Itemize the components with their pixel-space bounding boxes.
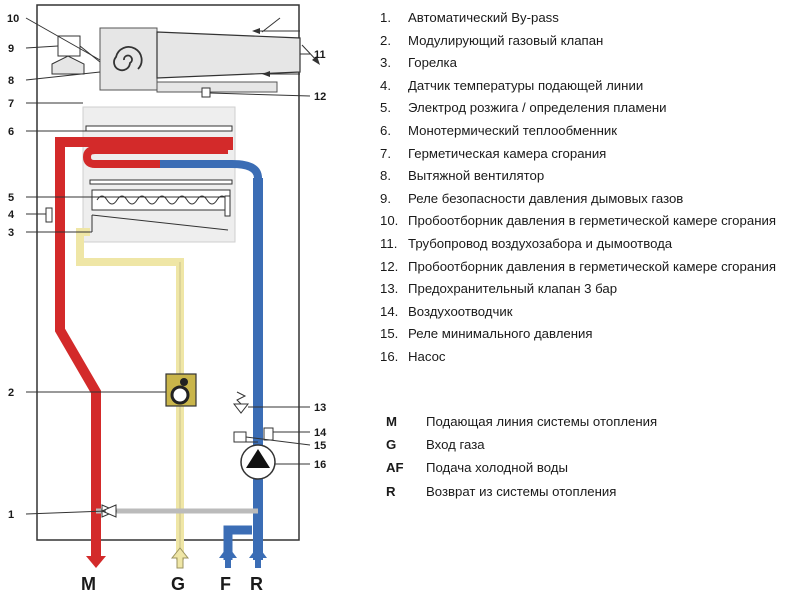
- legend-item: 9.Реле безопасности давления дымовых газ…: [380, 190, 684, 206]
- callout-14: 14: [314, 427, 327, 439]
- legend-item: 12.Пробоотборник давления в герметическо…: [380, 258, 776, 274]
- component-legend: 1.Автоматический By-pass 2.Модулирующий …: [380, 8, 776, 370]
- callout-5: 5: [8, 192, 14, 204]
- callout-9: 9: [8, 43, 14, 55]
- return-arrow-r: [249, 546, 267, 568]
- callout-6: 6: [8, 126, 14, 138]
- heat-exchanger-top: [85, 125, 233, 132]
- safety-valve-spring: [236, 391, 247, 405]
- flow-temp-sensor: [45, 207, 53, 223]
- flame-wave: [96, 195, 228, 205]
- gas-valve-knob: [180, 378, 188, 386]
- callout-leaders: [25, 17, 311, 515]
- callout-15: 15: [314, 440, 326, 452]
- air-vent: [263, 427, 274, 441]
- label-r: R: [250, 574, 263, 594]
- bypass-valve-right: [100, 504, 117, 518]
- legend-item: 4.Датчик температуры подающей линии: [380, 77, 644, 93]
- fan-housing: [99, 27, 158, 91]
- flue-arrow-bottom-head: [262, 71, 270, 77]
- burner-ramp-top: [91, 214, 229, 231]
- gas-arrow-g: [170, 547, 190, 569]
- flue-duct: [156, 31, 301, 79]
- callout-16: 16: [314, 459, 326, 471]
- legend-item: 1.Автоматический By-pass: [380, 10, 559, 25]
- callout-7: 7: [8, 98, 14, 110]
- callout-3: 3: [8, 227, 14, 239]
- callout-11: 11: [314, 49, 326, 61]
- pressure-duct: [156, 81, 278, 93]
- legend-item: 8.Вытяжной вентилятор: [380, 168, 545, 184]
- fan-spiral: [113, 46, 143, 72]
- exchanger-coil-blue: [160, 160, 262, 179]
- supply-arrow-m: [86, 556, 106, 568]
- exchanger-coil-red: [82, 146, 228, 168]
- callout-13: 13: [314, 402, 326, 414]
- label-f: F: [220, 574, 231, 594]
- flue-arrow-out-head: [312, 56, 320, 65]
- burner-manifold: [89, 179, 233, 185]
- cold-water-arrow-f: [219, 546, 237, 568]
- min-pressure-switch: [233, 431, 247, 443]
- flue-switch-hood: [51, 55, 85, 75]
- label-g: G: [171, 574, 185, 594]
- pump-arrow: [246, 449, 270, 468]
- callout-1: 1: [8, 509, 14, 521]
- label-m: M: [81, 574, 96, 594]
- callout-4: 4: [8, 209, 15, 221]
- legend-item: 13.Предохранительный клапан 3 бар: [380, 281, 618, 297]
- legend-item: 6.Монотермический теплообменник: [380, 122, 617, 138]
- legend-item: 10.Пробоотборник давления в герметическо…: [380, 213, 776, 229]
- callout-8: 8: [8, 75, 14, 87]
- flue-pressure-switch: [57, 35, 81, 57]
- air-arrow-in: [261, 17, 281, 33]
- burner: [91, 189, 231, 211]
- supply-line: [55, 137, 233, 560]
- legend-item: 14.Воздухоотводчик: [380, 303, 513, 319]
- callout-10: 10: [7, 13, 19, 25]
- legend-item: 15.Реле минимального давления: [380, 326, 593, 342]
- legend-item: 3.Горелка: [380, 55, 457, 71]
- legend-item: 2.Модулирующий газовый клапан: [380, 32, 604, 48]
- callout-12: 12: [314, 91, 326, 103]
- legend-item: 11.Трубопровод воздухозабора и дымоотвод…: [380, 235, 673, 251]
- gas-valve-coil: [170, 385, 190, 405]
- pressure-port-12: [201, 87, 211, 98]
- legend-item: 5.Электрод розжига / определения пламени: [380, 100, 667, 116]
- legend-item: 7.Герметическая камера сгорания: [380, 145, 607, 161]
- flue-arrow-top-head: [252, 28, 260, 34]
- callout-2: 2: [8, 387, 14, 399]
- ignition-electrode: [224, 195, 231, 217]
- legend-item: 16.Насос: [380, 348, 446, 364]
